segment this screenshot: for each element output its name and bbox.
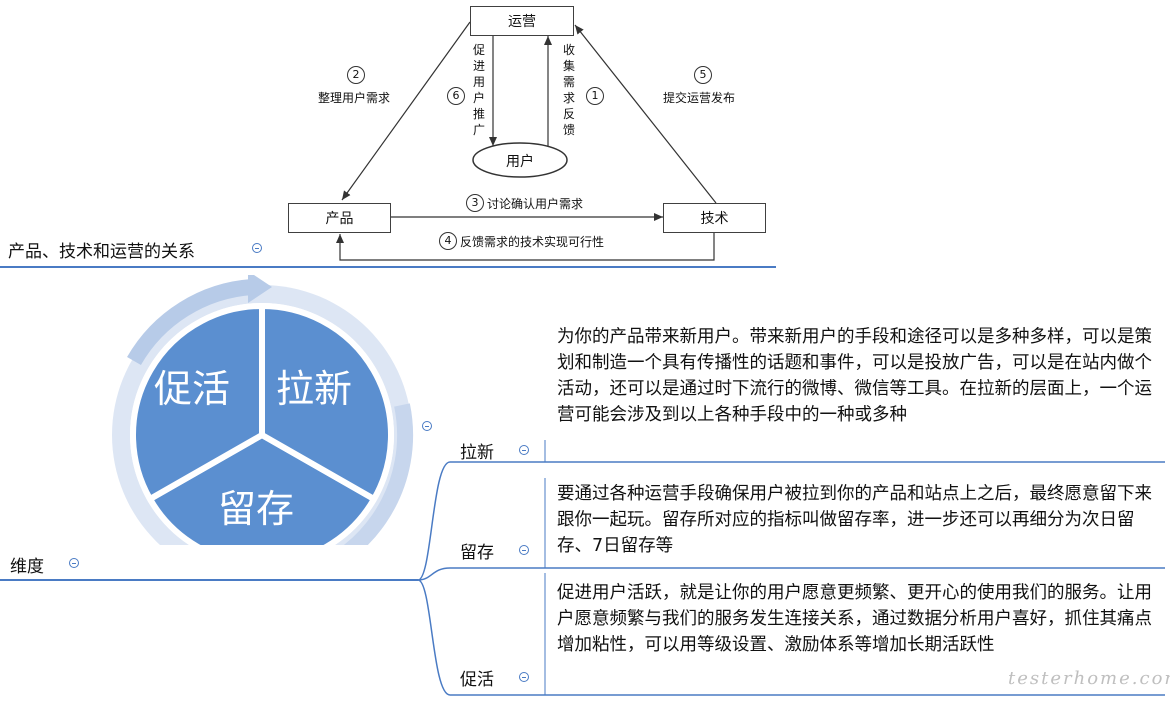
dimension-title: 维度 [10,557,44,577]
branch-description-retention: 要通过各种运营手段确保用户被拉到你的产品和站点上之后，最终愿意留下来跟你一起玩。… [557,484,1152,556]
relation-title: 产品、技术和运营的关系 [8,242,195,262]
edge-2-number: 2 [347,63,365,84]
branch-label-retention: 留存 [460,543,494,563]
dimension-collapse-icon[interactable] [69,558,79,568]
branch-label-acquisition: 拉新 [460,443,494,463]
cycle-graphic [112,275,414,545]
edge-3: 3 讨论确认用户需求 [466,194,583,212]
cycle-label-retention: 留存 [218,487,295,531]
node-product: 产品 [288,203,391,233]
cycle-collapse-icon[interactable] [422,421,432,431]
dimension-tree-lines [0,440,1165,696]
edge-6-number: 6 [447,84,465,105]
branch-description-acquisition: 为你的产品带来新用户。带来新用户的手段和途径可以是多种多样，可以是策划和制造一个… [557,327,1152,425]
edge-tech-to-ops [574,24,717,204]
sector-acquisition [259,302,394,504]
sector-activation [130,302,265,504]
edge-5-number: 5 [694,63,712,84]
cycle-label-activation: 促活 [154,367,231,411]
node-operations: 运营 [470,6,574,36]
sector-retention [145,431,379,545]
edge-4: 4 反馈需求的技术实现可行性 [439,232,604,250]
branch-retention-collapse-icon[interactable] [519,545,529,555]
flow-diagram-lines [0,21,776,268]
edge-1-number: 1 [586,84,604,105]
edge-2-label: 整理用户需求 [318,91,391,105]
edge-tech-to-product [336,232,715,261]
branch-activation-collapse-icon[interactable] [519,672,529,682]
relation-collapse-icon[interactable] [252,243,262,253]
edge-6-label: 促进用户推广 [472,43,485,137]
edge-1-label: 收集需求反馈 [562,43,575,137]
branch-description-activation: 促进用户活跃，就是让你的用户愿意更频繁、更开心的使用我们的服务。让用户愿意频繁与… [557,583,1152,655]
cycle-label-acquisition: 拉新 [276,367,353,411]
edge-ops-to-product [341,21,471,201]
node-user: 用户 [506,154,534,170]
watermark: testerhome.com [1008,668,1170,689]
node-tech: 技术 [663,203,766,233]
branch-acquisition-collapse-icon[interactable] [519,445,529,455]
edge-5-label: 提交运营发布 [663,91,736,105]
branch-label-activation: 促活 [460,670,494,690]
user-node-shape [472,142,568,178]
